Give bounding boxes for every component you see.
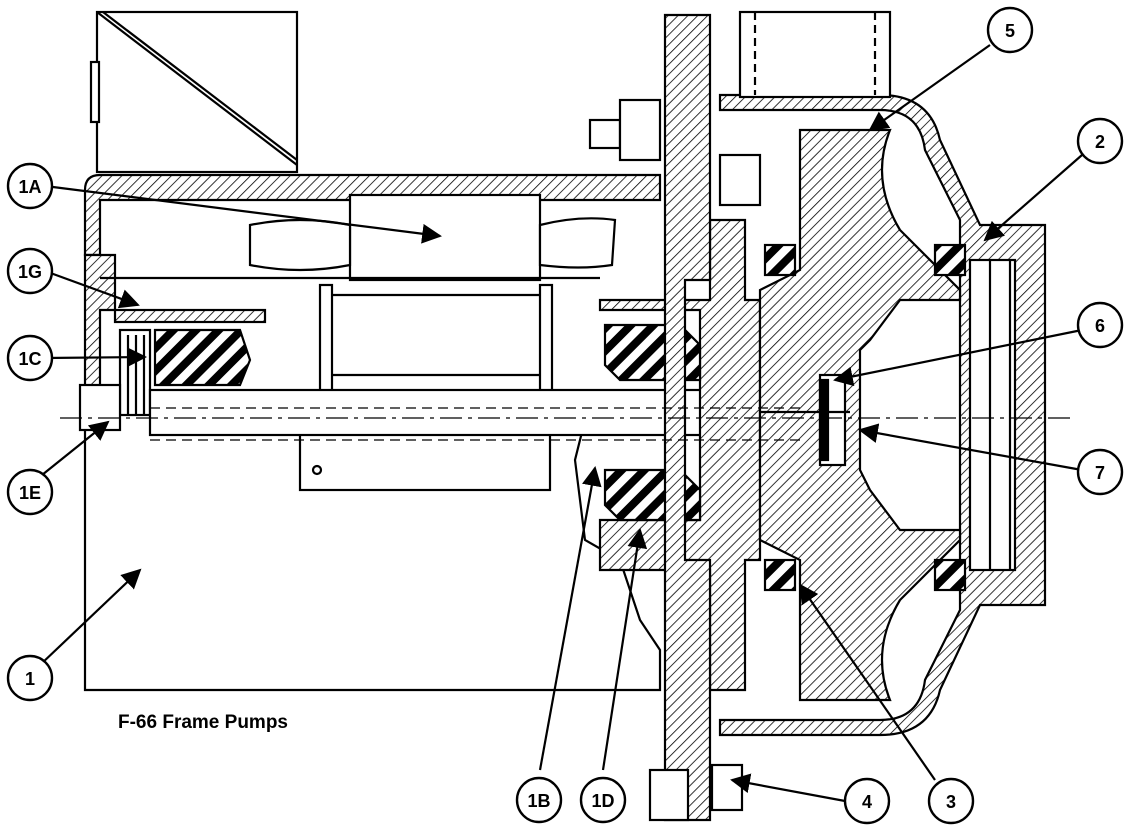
junction-box [89, 10, 299, 174]
svg-text:1: 1 [25, 669, 35, 689]
svg-text:1B: 1B [527, 791, 550, 811]
impeller-bolt [760, 373, 850, 467]
svg-text:1E: 1E [19, 483, 41, 503]
callout-3: 3 [927, 777, 975, 825]
leader-3 [798, 583, 936, 781]
svg-text:1A: 1A [18, 177, 41, 197]
leader-1 [39, 568, 142, 666]
casing-eye [968, 258, 1017, 572]
inlet-pipe [738, 10, 892, 99]
svg-text:5: 5 [1005, 21, 1015, 41]
svg-text:1D: 1D [591, 791, 614, 811]
impeller [758, 128, 962, 702]
callout-1A: 1A [6, 162, 54, 210]
leader-1C [44, 347, 147, 368]
leader-5 [868, 44, 991, 132]
bearing-left [78, 308, 267, 432]
callout-6: 6 [1076, 301, 1124, 349]
leader-1G [44, 269, 140, 309]
callout-1D: 1D [579, 776, 627, 824]
adapter-bracket [598, 218, 762, 692]
wear-ring-upper-left [763, 243, 797, 277]
wear-ring-upper-right [933, 243, 967, 277]
bolt-top [588, 98, 762, 207]
callout-1: 1 [6, 654, 54, 702]
leader-1E [41, 420, 110, 476]
callout-4: 4 [843, 777, 891, 825]
leader-7 [858, 423, 1083, 472]
leader-6 [833, 328, 1083, 387]
svg-text:2: 2 [1095, 132, 1105, 152]
svg-text:3: 3 [946, 792, 956, 812]
motor-frame [83, 418, 662, 692]
shaft [148, 388, 752, 437]
leader-1A [44, 184, 442, 244]
callout-1B: 1B [515, 776, 563, 824]
callout-1E: 1E [6, 468, 54, 516]
leader-1B [538, 466, 602, 771]
leader-4 [730, 773, 846, 803]
svg-text:1G: 1G [18, 262, 42, 282]
leader-1D [601, 528, 648, 771]
svg-text:7: 7 [1095, 463, 1105, 483]
callout-1G: 1G [6, 247, 54, 295]
callout-1C: 1C [6, 334, 54, 382]
wear-ring-lower-left [763, 558, 797, 592]
svg-text:6: 6 [1095, 316, 1105, 336]
svg-text:4: 4 [862, 792, 872, 812]
callout-7: 7 [1076, 448, 1124, 496]
svg-text:1C: 1C [18, 349, 41, 369]
callout-2: 2 [1076, 117, 1124, 165]
callout-5: 5 [986, 6, 1034, 54]
figure-caption: F-66 Frame Pumps [118, 712, 288, 733]
wear-ring-lower-right [933, 558, 967, 592]
stator-winding-1A [248, 193, 617, 282]
leader-2 [983, 154, 1083, 242]
